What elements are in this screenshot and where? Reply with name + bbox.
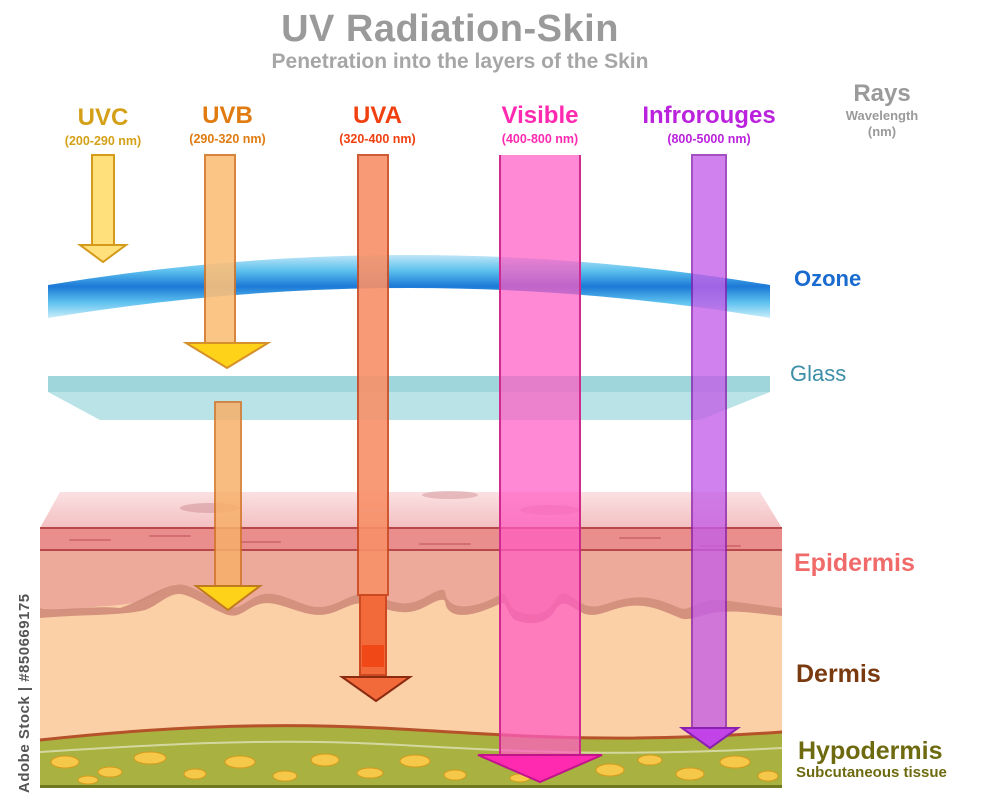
ray-name: UVA — [353, 102, 402, 129]
ray-name: Visible — [501, 102, 579, 129]
rays-legend-line2: (nm) — [867, 124, 897, 139]
hypodermis-label: Hypodermis — [798, 737, 943, 765]
ray-range: (290-320 nm) — [189, 132, 266, 146]
rays-legend-title: Rays — [853, 80, 911, 107]
rays-legend-line1: Wavelength — [845, 108, 919, 123]
ray-header-infrared: Infrorouges (800-5000 nm) — [634, 103, 784, 147]
ray-range: (320-400 nm) — [339, 132, 416, 146]
ray-range: (400-800 nm) — [501, 132, 579, 146]
diagram-subtitle: Penetration into the layers of the Skin — [271, 50, 649, 73]
uvb-arrow — [182, 154, 272, 612]
ray-name: Infrorouges — [642, 102, 776, 129]
diagram-title: UV Radiation-Skin — [281, 8, 619, 50]
stock-id-text: Adobe Stock | #850669175 — [16, 593, 33, 793]
ozone-layer — [48, 255, 770, 318]
visible-arrow — [477, 155, 603, 784]
ray-name: UVB — [202, 102, 253, 129]
infrared-arrow — [678, 154, 742, 750]
uva-arrow — [338, 154, 414, 703]
glass-label: Glass — [790, 361, 847, 386]
ray-range: (800-5000 nm) — [667, 132, 751, 146]
uvc-arrow — [76, 154, 130, 264]
ray-header-uvc: UVC (200-290 nm) — [48, 105, 158, 149]
ray-header-uva: UVA (320-400 nm) — [320, 103, 435, 147]
ray-header-visible: Visible (400-800 nm) — [480, 103, 600, 147]
ray-name: UVC — [77, 104, 129, 131]
dermis-label: Dermis — [796, 660, 881, 688]
hypodermis-subtitle: Subcutaneous tissue — [796, 764, 947, 781]
rays-legend: Rays Wavelength (nm) — [832, 80, 932, 140]
skin-surface — [40, 492, 782, 528]
ray-range: (200-290 nm) — [64, 134, 142, 148]
ozone-label: Ozone — [794, 266, 862, 291]
epidermis-label: Epidermis — [794, 549, 915, 577]
ray-header-uvb: UVB (290-320 nm) — [170, 103, 285, 147]
